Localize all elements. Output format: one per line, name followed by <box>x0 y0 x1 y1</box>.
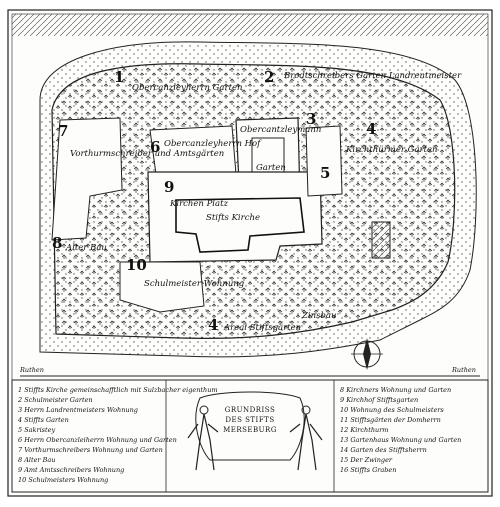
label-10-num: 10 <box>126 256 147 274</box>
legend-left-item: 7 Vorthurmschreibers Wohnung und Garten <box>18 446 163 454</box>
figure-left <box>187 405 219 471</box>
zinsbau-label: Zinsbau <box>301 311 336 321</box>
label-5-num: 5 <box>320 164 330 182</box>
label-4-name: Kirchthürmer Garten <box>345 145 438 155</box>
west-buildings <box>51 117 123 241</box>
label-2-num: 2 <box>264 68 274 86</box>
label-1-name: Obercanzleyherrn Garten <box>132 83 242 93</box>
sakristey-block <box>305 125 343 197</box>
legend-right-item: 15 Der Zwinger <box>340 456 393 464</box>
garten-label: Garten <box>256 163 286 173</box>
cartouche-title-3: MERSEBURG <box>223 426 277 434</box>
legend-left-item: 3 Herrn Landrentmeisters Wohnung <box>18 406 138 414</box>
legend-right-item: 14 Garten des Stifftsherrn <box>340 446 427 454</box>
label-6-name: Obercanzleyherrn Hof <box>164 139 262 149</box>
legend-right-item: 8 Kirchners Wohnung und Garten <box>340 386 451 394</box>
label-8-num: 8 <box>52 234 62 252</box>
label-4-num: 4 <box>366 120 376 138</box>
label-1-num: 1 <box>114 68 124 86</box>
label-9-num: 9 <box>164 178 174 196</box>
cartouche-title-1: GRUNDRISS <box>225 406 276 414</box>
label-2-name: Brodtschreibers Garten Landrentmeister <box>283 71 462 81</box>
label-6-num: 6 <box>150 138 160 156</box>
label-10-name: Schulmeister Wohnung <box>144 279 245 289</box>
legend-right-item: 10 Wohnung des Schulmeisters <box>340 406 444 414</box>
label-3-num: 3 <box>306 110 316 128</box>
legend-left-item: 2 Schulmeister Garten <box>17 396 93 404</box>
compass-rose-icon <box>351 338 383 370</box>
legend-right-item: 11 Stifftsgärten der Domherrn <box>340 416 441 424</box>
legend-right: 8 Kirchners Wohnung und Garten 9 Kirchho… <box>340 386 461 474</box>
cartouche-title-2: DES STIFTS <box>225 416 274 424</box>
legend-left: 1 Stiffts Kirche gemeinschafftlich mit S… <box>17 386 218 484</box>
label-9-name: Kirchen Platz <box>169 199 228 209</box>
stifts-kirche <box>175 197 305 253</box>
legend-left-item: 5 Sakristey <box>18 426 55 434</box>
legend-left-item: 9 Amt Amtsschreibers Wohnung <box>18 466 124 474</box>
cartouche: GRUNDRISS DES STIFTS MERSEBURG <box>187 391 323 471</box>
legend-left-item: 1 Stiffts Kirche gemeinschafftlich mit S… <box>18 386 218 394</box>
stifts-kirche-label: Stifts Kirche <box>206 213 260 223</box>
label-4b-name: Areal Stiftsgärten <box>223 323 301 333</box>
label-7-name: Vorthurmschreiber und Amtsgärten <box>70 149 224 159</box>
scale-label-right: Ruthen <box>451 366 476 374</box>
label-7-num: 7 <box>58 122 68 140</box>
label-8-name: Alter Bau <box>65 243 107 253</box>
figure-right <box>289 405 323 471</box>
legend-right-item: 12 Kirchthurm <box>340 426 388 434</box>
legend-right-item: 16 Stiffts Graben <box>340 466 396 474</box>
legend-right-item: 13 Gartenhaus Wohnung und Garten <box>340 436 461 444</box>
tower-block <box>371 221 391 259</box>
legend-left-item: 8 Alter Bau <box>18 456 55 464</box>
legend-left-item: 6 Herrn Obercanzleiherrn Wohnung und Gar… <box>18 436 177 444</box>
label-3-name: Obercantzleymann <box>240 125 321 135</box>
school-house <box>119 261 205 313</box>
scale-label-left: Ruthen <box>19 366 44 374</box>
top-wall-strip <box>12 14 488 36</box>
label-4b-num: 4 <box>208 316 218 334</box>
legend-right-item: 9 Kirchhof Stifftsgarten <box>340 396 418 404</box>
legend-left-item: 4 Stiffts Garten <box>17 416 69 424</box>
legend-left-item: 10 Schulmeisters Wohnung <box>18 476 108 484</box>
